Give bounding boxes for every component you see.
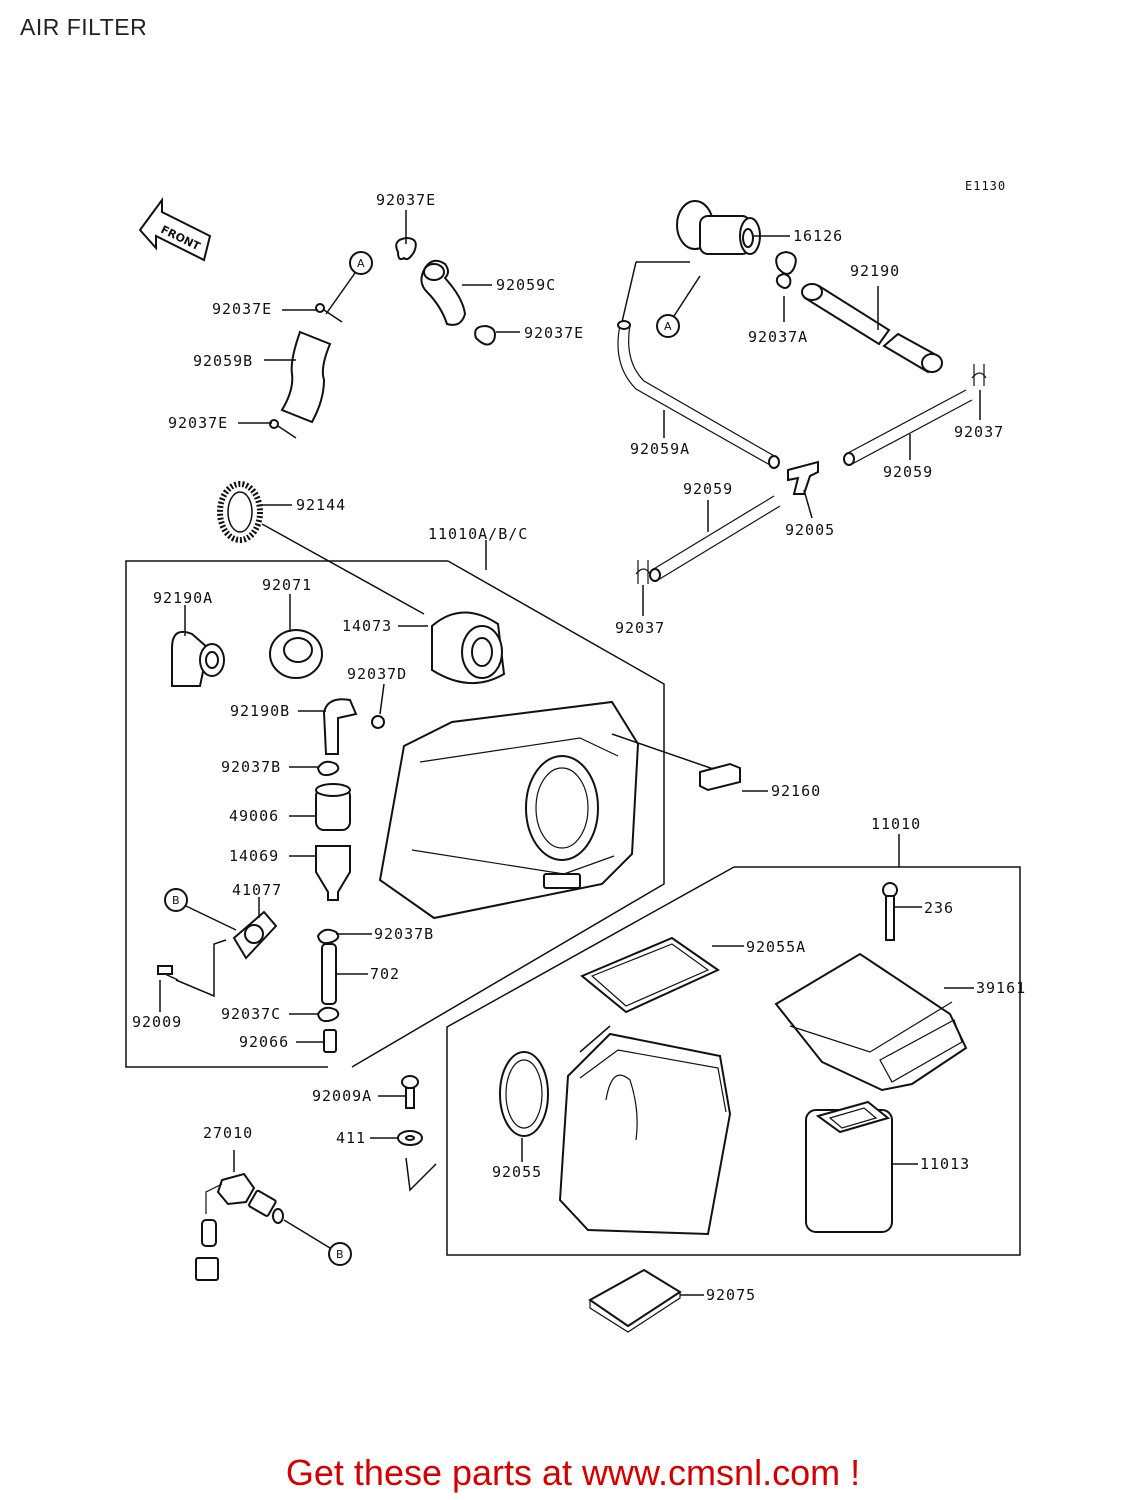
label-92009A: 92009A <box>312 1087 372 1105</box>
label-41077: 41077 <box>232 881 282 899</box>
label-92005: 92005 <box>785 521 835 539</box>
label-92066: 92066 <box>239 1033 289 1051</box>
footer-link-text[interactable]: Get these parts at www.cmsnl.com ! <box>285 1452 861 1493</box>
label-92059C: 92059C <box>496 276 556 294</box>
breather-group-right: A <box>617 200 987 584</box>
screw-washer-group <box>397 1075 437 1192</box>
label-92037C: 92037C <box>221 1005 281 1023</box>
label-92037B-2: 92037B <box>374 925 434 943</box>
label-49006: 49006 <box>229 807 279 825</box>
label-92144: 92144 <box>296 496 346 514</box>
page-title: AIR FILTER <box>20 14 148 40</box>
label-92160: 92160 <box>771 782 821 800</box>
callout-b-1: B <box>172 894 180 907</box>
sensor-27010: B <box>195 1150 352 1281</box>
label-92037D: 92037D <box>347 665 407 683</box>
label-92071: 92071 <box>262 576 312 594</box>
front-arrow-icon: FRONT <box>138 196 212 262</box>
label-92190A: 92190A <box>153 589 213 607</box>
label-92037E-left1: 92037E <box>212 300 272 318</box>
label-39161: 39161 <box>976 979 1026 997</box>
label-92190B: 92190B <box>230 702 290 720</box>
label-92190: 92190 <box>850 262 900 280</box>
callout-a-2: A <box>664 320 672 333</box>
label-92059A: 92059A <box>630 440 690 458</box>
leader-lines <box>159 210 981 1296</box>
label-92037E-right: 92037E <box>524 324 584 342</box>
label-16126: 16126 <box>793 227 843 245</box>
hose-group-left: A <box>269 236 496 439</box>
label-11010ABC: 11010A/B/C <box>428 525 528 543</box>
label-27010: 27010 <box>203 1124 253 1142</box>
label-92037B-1: 92037B <box>221 758 281 776</box>
pad-92075 <box>588 1268 682 1333</box>
label-236: 236 <box>924 899 954 917</box>
label-702: 702 <box>370 965 400 983</box>
assembly-frame-11010 <box>446 834 1021 1256</box>
label-411: 411 <box>336 1129 366 1147</box>
label-11010: 11010 <box>871 815 921 833</box>
label-92037-mid: 92037 <box>615 619 665 637</box>
label-14069: 14069 <box>229 847 279 865</box>
label-92037A: 92037A <box>748 328 808 346</box>
label-92055: 92055 <box>492 1163 542 1181</box>
label-11013: 11013 <box>920 1155 970 1173</box>
frame-11010-parts <box>499 882 968 1236</box>
label-92037E-top: 92037E <box>376 191 436 209</box>
part-number-labels: 92037E 92059C 92037E 92037E 92059B 92037… <box>132 191 1026 1304</box>
label-92037-right: 92037 <box>954 423 1004 441</box>
label-92059B: 92059B <box>193 352 253 370</box>
label-14073: 14073 <box>342 617 392 635</box>
label-92037E-left2: 92037E <box>168 414 228 432</box>
label-92055A: 92055A <box>746 938 806 956</box>
label-92059-right: 92059 <box>883 463 933 481</box>
frame-parts: B <box>157 611 723 1053</box>
label-92075: 92075 <box>706 1286 756 1304</box>
callout-b-2: B <box>336 1248 344 1261</box>
callout-a-1: A <box>357 257 365 270</box>
label-92059-mid: 92059 <box>683 480 733 498</box>
block-92160 <box>699 762 741 792</box>
diagram-code: E1130 <box>965 179 1006 193</box>
seal-ring-92144 <box>217 481 425 615</box>
label-92009: 92009 <box>132 1013 182 1031</box>
assembly-frame-11010abc <box>125 560 665 1068</box>
